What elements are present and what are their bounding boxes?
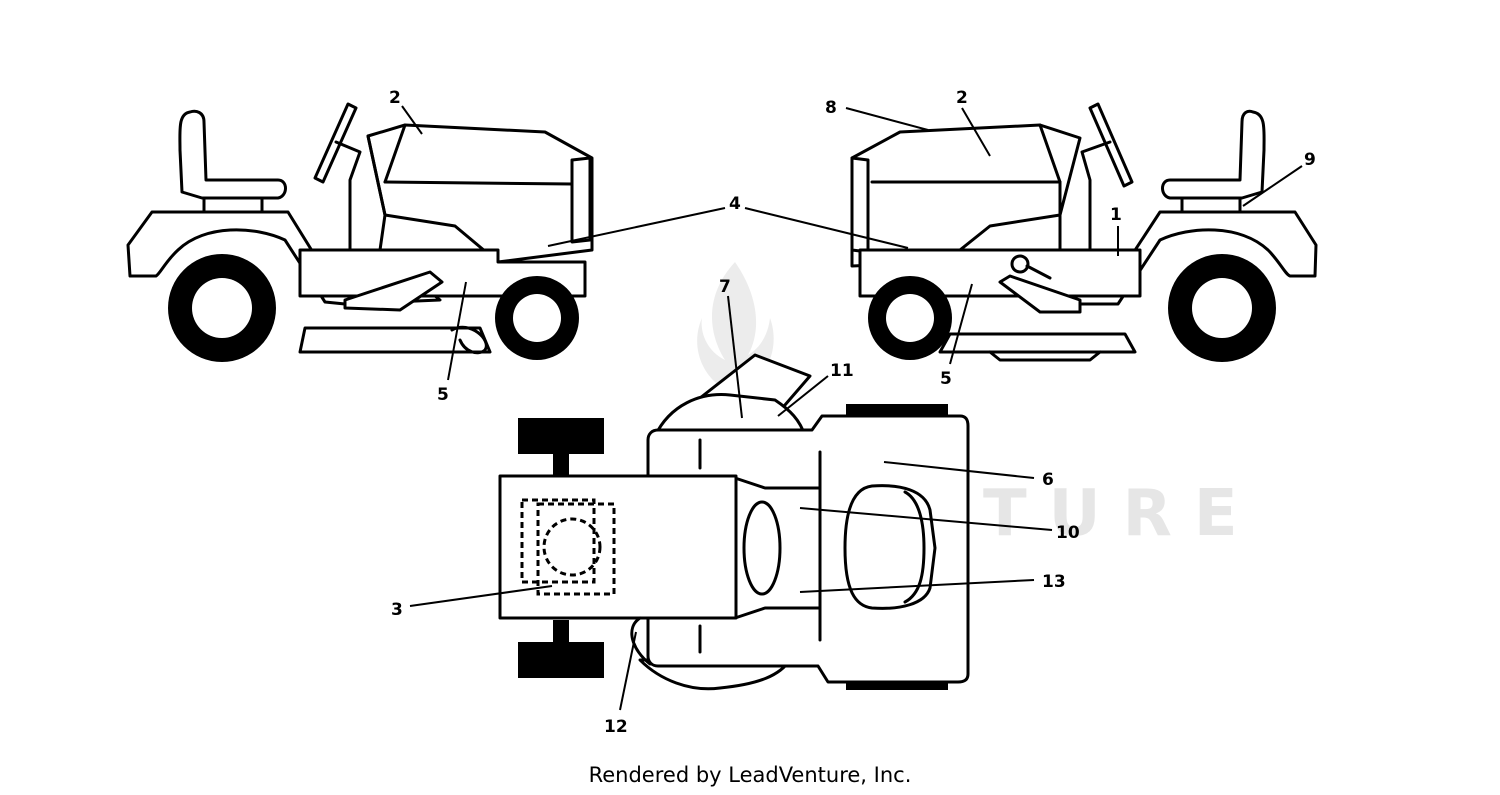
top-view (498, 353, 970, 691)
leader-top-6 (883, 461, 1035, 479)
callout-top-7: 7 (719, 277, 731, 297)
leader-right-2 (961, 107, 991, 157)
leader-top-7 (727, 295, 743, 419)
leader-right-9 (1242, 165, 1303, 207)
top-seat (843, 484, 937, 610)
callout-right-2: 2 (956, 88, 968, 108)
top-hose (630, 616, 652, 666)
leader-top-13 (799, 579, 1035, 593)
right-hood (850, 123, 1082, 268)
left-front-hub (513, 294, 561, 342)
right-steering-wheel (1088, 102, 1134, 188)
leader-right-5 (949, 283, 973, 365)
leader-4-right (744, 207, 909, 249)
callout-left-2: 2 (389, 88, 401, 108)
left-hood (366, 123, 594, 264)
right-grille (850, 156, 870, 254)
left-side-view (126, 102, 594, 362)
leader-lines (401, 105, 1303, 711)
callout-right-5: 5 (940, 369, 952, 389)
left-pedal (343, 270, 444, 312)
top-steering-wheel (742, 500, 782, 596)
right-front-hub (886, 294, 934, 342)
right-lever-knob (1010, 254, 1030, 274)
callout-right-8: 8 (825, 98, 837, 118)
left-mower-deck (298, 326, 492, 354)
left-rear-fender (126, 210, 442, 306)
callout-center-4: 4 (729, 194, 741, 214)
callout-right-1: 1 (1110, 205, 1122, 225)
top-front-tire-lower (518, 642, 604, 678)
callout-top-10: 10 (1056, 523, 1080, 543)
callout-right-9: 9 (1304, 150, 1316, 170)
callout-top-12: 12 (604, 717, 628, 737)
callout-top-13: 13 (1042, 572, 1066, 592)
left-rear-hub (192, 278, 252, 338)
leader-left-2 (401, 105, 423, 135)
leader-4-left (547, 207, 726, 247)
top-hood (498, 474, 738, 620)
leader-top-10 (799, 507, 1053, 531)
right-mower-deck (938, 332, 1137, 354)
right-steering-column (1080, 140, 1112, 252)
top-engine-square (536, 502, 616, 596)
callout-top-3: 3 (391, 600, 403, 620)
top-deck-bulge-upper (653, 393, 807, 438)
left-grille (570, 156, 592, 244)
callout-top-11: 11 (830, 361, 854, 381)
right-side-view (850, 102, 1318, 362)
leader-left-5 (447, 281, 467, 381)
top-engine-outline (520, 498, 596, 584)
footer-credit: Rendered by LeadVenture, Inc. (589, 763, 912, 787)
leader-top-12 (619, 631, 637, 711)
leader-right-8 (845, 107, 929, 131)
left-seat-post (202, 196, 264, 214)
callout-top-6: 6 (1042, 470, 1054, 490)
right-deck-skirt (988, 350, 1102, 362)
right-pedal (998, 274, 1082, 314)
left-steering-column (334, 140, 362, 252)
right-seat-post (1180, 196, 1242, 214)
right-dash (1038, 123, 1062, 252)
left-deck-hose (450, 326, 488, 355)
callout-numbers: 2 2 8 9 1 4 5 5 7 11 6 10 13 3 12 (389, 88, 1316, 737)
right-rear-hub (1192, 278, 1252, 338)
top-front-axle-upper (553, 454, 569, 476)
top-front-axle-lower (553, 620, 569, 642)
top-seat-back (903, 490, 926, 604)
left-seat (178, 109, 287, 200)
left-hood-side-line (383, 180, 574, 186)
right-lever (1025, 264, 1052, 280)
top-engine-circle (542, 517, 602, 577)
callout-left-5: 5 (437, 385, 449, 405)
top-front-tire-upper (518, 418, 604, 454)
leader-top-11 (777, 375, 829, 417)
right-seat (1161, 109, 1266, 200)
leader-top-3 (409, 585, 553, 607)
left-dash (366, 123, 407, 252)
